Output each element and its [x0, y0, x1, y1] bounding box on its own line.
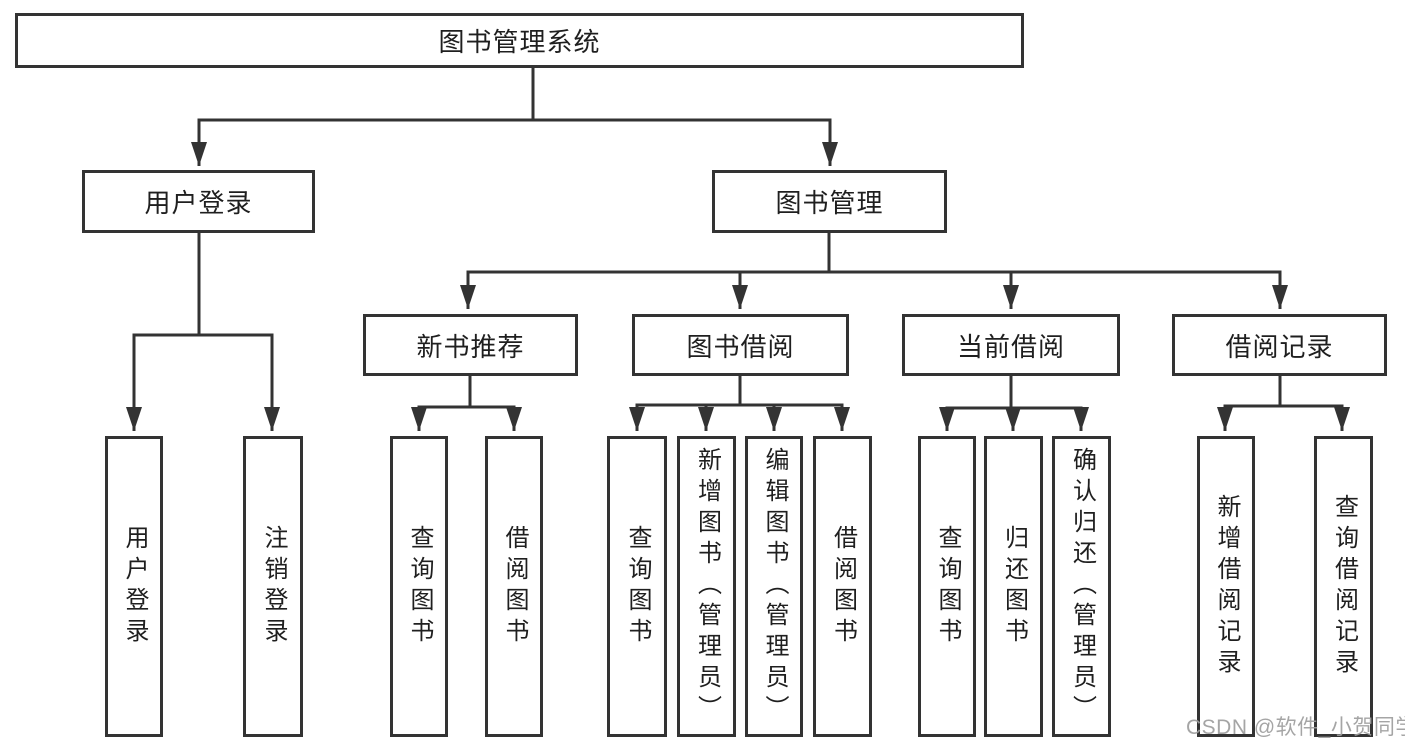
- node-new-book-recommend-label: 新书推荐: [416, 331, 525, 362]
- node-user-login: 用户登录: [105, 436, 163, 737]
- node-logout: 注销登录: [243, 436, 303, 737]
- node-user-login-group-label: 用户登录: [144, 188, 253, 218]
- node-book-management: 图书管理: [712, 170, 947, 233]
- node-current-return-books: 归还图书: [984, 436, 1043, 737]
- node-borrowing-borrow-books-label: 借阅图书: [829, 524, 857, 649]
- node-recommend-borrow-books: 借阅图书: [485, 436, 543, 737]
- node-book-borrowing-label: 图书借阅: [686, 331, 795, 362]
- node-recommend-query-books-label: 查询图书: [406, 524, 433, 649]
- node-borrowing-edit-books: 编辑图书（管理员）: [745, 436, 803, 737]
- node-records-add-record-label: 新增借阅记录: [1213, 493, 1240, 680]
- node-user-login-group: 用户登录: [82, 170, 315, 233]
- connector-current-borrowing-group: [945, 376, 1083, 410]
- node-records-add-record: 新增借阅记录: [1197, 436, 1255, 737]
- node-current-confirm-return: 确认归还（管理员）: [1052, 436, 1111, 737]
- node-logout-label: 注销登录: [260, 524, 287, 649]
- node-current-confirm-return-label: 确认归还（管理员）: [1068, 447, 1096, 726]
- node-current-query-books: 查询图书: [918, 436, 976, 737]
- connector-book-management-group: [466, 233, 1282, 274]
- connector-borrowing-records-group: [1223, 376, 1344, 408]
- node-records-query-record-label: 查询借阅记录: [1330, 493, 1358, 680]
- node-borrowing-add-books-label: 新增图书（管理员）: [693, 447, 721, 726]
- node-book-borrowing: 图书借阅: [632, 314, 849, 376]
- node-new-book-recommend: 新书推荐: [363, 314, 578, 376]
- node-current-borrowing: 当前借阅: [902, 314, 1120, 376]
- connector-new-book-recommend-group: [417, 376, 516, 409]
- node-current-borrowing-label: 当前借阅: [956, 331, 1065, 362]
- csdn-watermark: CSDN @软件_小贺同学: [1186, 716, 1405, 739]
- node-borrowing-add-books: 新增图书（管理员）: [677, 436, 736, 737]
- node-borrowing-query-books-label: 查询图书: [624, 524, 651, 649]
- connector-user-login-group: [132, 233, 274, 337]
- node-current-query-books-label: 查询图书: [934, 524, 961, 649]
- node-borrowing-edit-books-label: 编辑图书（管理员）: [761, 447, 788, 726]
- node-recommend-borrow-books-label: 借阅图书: [501, 524, 528, 649]
- node-borrowing-records-label: 借阅记录: [1225, 331, 1334, 362]
- connector-book-borrowing-group: [635, 376, 844, 407]
- node-root: 图书管理系统: [15, 13, 1024, 68]
- connector-root-group: [197, 68, 832, 122]
- node-borrowing-borrow-books: 借阅图书: [813, 436, 872, 737]
- node-root-label: 图书管理系统: [438, 27, 601, 57]
- node-borrowing-records: 借阅记录: [1172, 314, 1387, 376]
- node-recommend-query-books: 查询图书: [390, 436, 448, 737]
- node-book-management-label: 图书管理: [775, 188, 884, 218]
- node-records-query-record: 查询借阅记录: [1314, 436, 1373, 737]
- node-user-login-label: 用户登录: [121, 524, 148, 649]
- node-borrowing-query-books: 查询图书: [607, 436, 667, 737]
- node-current-return-books-label: 归还图书: [1000, 524, 1028, 649]
